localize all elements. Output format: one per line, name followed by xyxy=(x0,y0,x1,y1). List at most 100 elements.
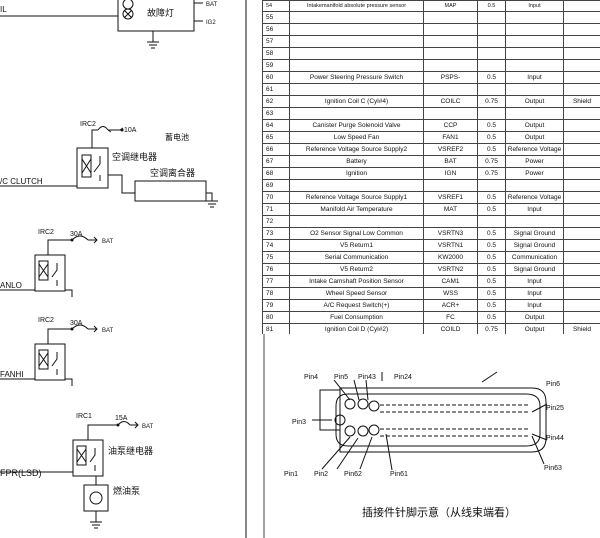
connector-cavities xyxy=(344,398,380,437)
ac-battery-label: 蓄电池 xyxy=(165,132,189,142)
cell-code: FAN1 xyxy=(423,131,478,144)
cell-note: Shield xyxy=(563,323,600,334)
cell-dir: Output xyxy=(505,119,564,132)
cell-code: IGN xyxy=(423,167,478,180)
cell-size: 0.75 xyxy=(477,323,506,334)
cell-size: 0.5 xyxy=(477,311,506,324)
lamp-label: 故障灯 xyxy=(147,7,174,18)
cell-dir: Input xyxy=(505,275,564,288)
ac-clutch-label: 空调离合器 xyxy=(150,167,195,178)
cavity-pin5 xyxy=(357,398,369,410)
cell-no: 58 xyxy=(262,47,290,60)
cell-code xyxy=(423,59,478,72)
cell-dir xyxy=(505,47,564,60)
pin5-label: Pin5 xyxy=(334,374,348,381)
cell-code xyxy=(423,107,478,120)
cell-code: FC xyxy=(423,311,478,324)
table-row: 72 xyxy=(262,215,600,228)
cell-no: 54 xyxy=(262,0,290,12)
cell-code: CAM1 xyxy=(423,275,478,288)
cell-dir xyxy=(505,35,564,48)
cell-no: 74 xyxy=(262,239,290,252)
cell-no: 79 xyxy=(262,299,290,312)
fanlo-relay-box xyxy=(34,254,66,292)
cell-code: VSRTN3 xyxy=(423,227,478,240)
table-row: 56 xyxy=(262,23,600,36)
cavity-pin4 xyxy=(344,398,356,410)
cell-dir: Input xyxy=(505,287,564,300)
pin4-label: Pin4 xyxy=(304,374,318,381)
cell-note: Shield xyxy=(563,95,600,108)
table-row: 63 xyxy=(262,107,600,120)
cell-code: VSREF1 xyxy=(423,191,478,204)
cell-size: 0.75 xyxy=(477,167,506,180)
cell-name xyxy=(289,11,424,24)
cell-dir: Input xyxy=(505,71,564,84)
pin6-label: Pin6 xyxy=(546,381,560,388)
cell-size: 0.5 xyxy=(477,203,506,216)
cell-note xyxy=(563,143,600,156)
cell-dir xyxy=(505,179,564,192)
cell-no: 77 xyxy=(262,275,290,288)
cell-code: VSRTN1 xyxy=(423,239,478,252)
fuel-pump-box xyxy=(83,484,109,512)
table-row: 58 xyxy=(262,47,600,60)
ac-relay-label: 空调继电器 xyxy=(112,151,157,162)
fanlo-relay-id: IRC2 xyxy=(38,229,54,236)
cell-size: 0.5 xyxy=(477,0,506,12)
cell-code: VSREF2 xyxy=(423,143,478,156)
cell-no: 62 xyxy=(262,95,290,108)
cell-no: 76 xyxy=(262,263,290,276)
lamp-bulb xyxy=(122,8,134,20)
ac-relay-id: IRC2 xyxy=(80,121,96,128)
fanlo-wire: ANLO xyxy=(0,281,22,290)
cell-name: Reference Voltage Source Supply2 xyxy=(289,143,424,156)
cell-name: Ignition Coil D (Cyl#2) xyxy=(289,323,424,334)
fuel-relay-label: 油泵继电器 xyxy=(108,445,153,456)
cell-code: ACR+ xyxy=(423,299,478,312)
cell-size: 0.5 xyxy=(477,275,506,288)
table-row: 57 xyxy=(262,35,600,48)
cell-name: Battery xyxy=(289,155,424,168)
cell-name: Reference Voltage Source Supply1 xyxy=(289,191,424,204)
cell-name xyxy=(289,47,424,60)
cell-size: 0.5 xyxy=(477,239,506,252)
cell-dir xyxy=(505,83,564,96)
fanhi-fuse-label: 30A xyxy=(70,320,83,327)
cell-name: Low Speed Fan xyxy=(289,131,424,144)
cell-code: COILD xyxy=(423,323,478,334)
cell-note xyxy=(563,287,600,300)
cell-size: 0.5 xyxy=(477,143,506,156)
cell-size xyxy=(477,11,506,24)
cell-note xyxy=(563,203,600,216)
cell-note xyxy=(563,227,600,240)
cell-no: 80 xyxy=(262,311,290,324)
cell-dir: Communication xyxy=(505,251,564,264)
table-row: 61 xyxy=(262,83,600,96)
cell-size xyxy=(477,107,506,120)
cell-size xyxy=(477,47,506,60)
lamp-bulb-top xyxy=(122,0,134,10)
cell-name: Intake Camshaft Position Sensor xyxy=(289,275,424,288)
cell-size: 0.75 xyxy=(477,95,506,108)
connector-diagram: Pin4 Pin5 Pin43 Pin24 Pin3 Pin1 Pin2 Pin… xyxy=(263,334,564,538)
pin63-label: Pin63 xyxy=(544,465,562,472)
cell-code: COILC xyxy=(423,95,478,108)
ac-clutch-box xyxy=(134,180,207,202)
pin44-label: Pin44 xyxy=(546,435,564,442)
cell-name: Ignition xyxy=(289,167,424,180)
cell-dir: Output xyxy=(505,323,564,334)
cell-no: 73 xyxy=(262,227,290,240)
fanhi-wire: FANHI xyxy=(0,370,24,379)
cell-code: MAT xyxy=(423,203,478,216)
cell-note xyxy=(563,155,600,168)
